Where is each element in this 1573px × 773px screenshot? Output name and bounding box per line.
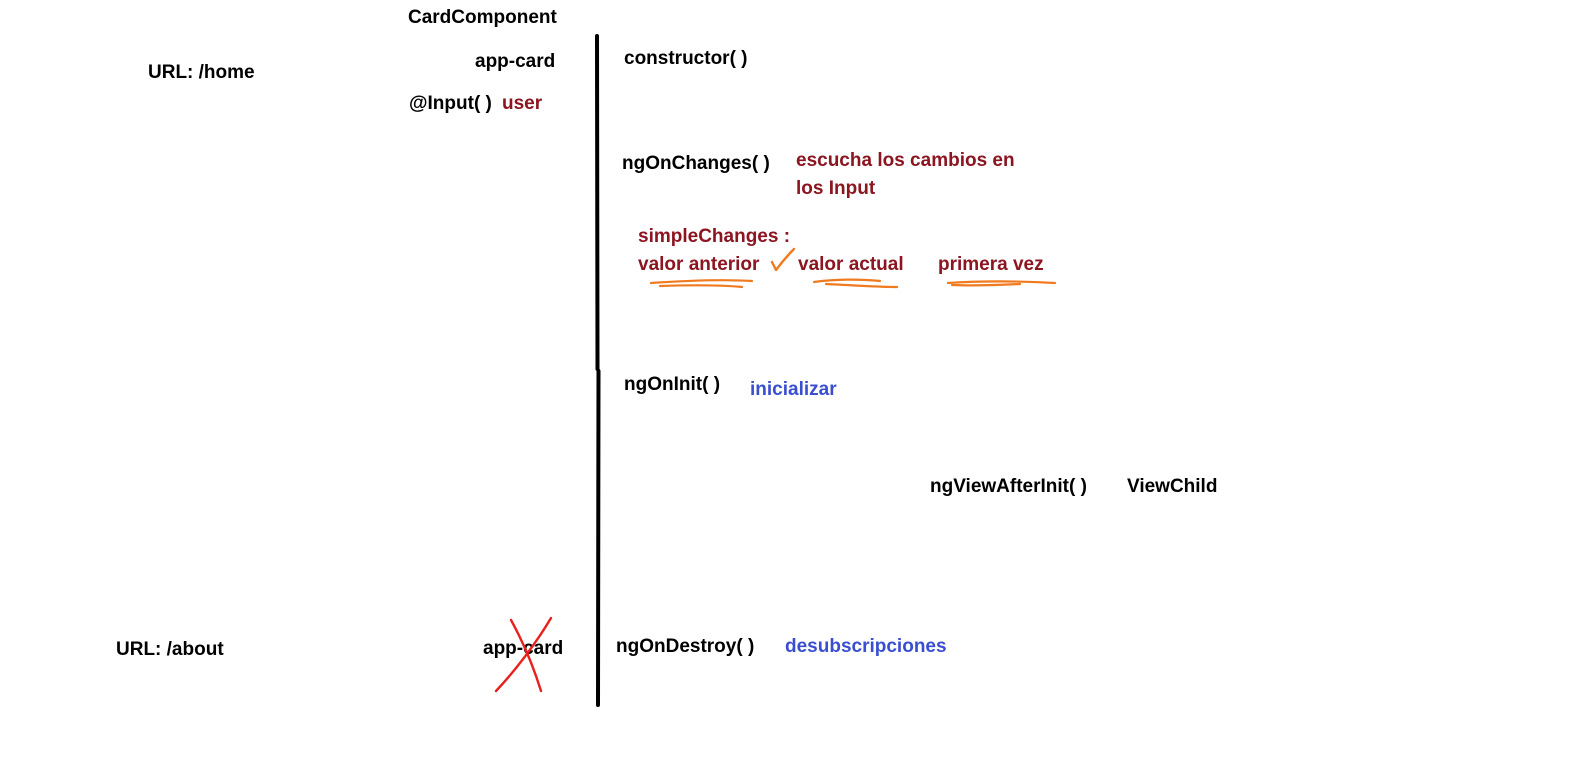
- simple-changes-current-value: valor actual: [798, 254, 904, 275]
- timeline-divider-lower: [596, 369, 601, 707]
- ngoninit-note: inicializar: [750, 379, 837, 400]
- component-name: CardComponent: [408, 7, 557, 28]
- input-property-name: user: [502, 93, 543, 114]
- ngviewafterinit-hook: ngViewAfterInit( ): [930, 476, 1087, 497]
- component-selector: app-card: [475, 51, 556, 72]
- ngonchanges-note-line2: los Input: [796, 178, 876, 199]
- simple-changes-title: simpleChanges :: [638, 226, 791, 247]
- simple-changes-first-change: primera vez: [938, 254, 1044, 275]
- ngonchanges-note-line1: escucha los cambios en: [796, 150, 1015, 171]
- input-decorator: @Input( ): [409, 93, 492, 114]
- ngonchanges-hook: ngOnChanges( ): [622, 153, 770, 174]
- home-route-label: URL: /home: [148, 62, 255, 83]
- underline-first-change: [946, 280, 1057, 287]
- ngondestroy-note: desubscripciones: [785, 636, 947, 657]
- timeline-divider-upper: [595, 34, 600, 371]
- ngondestroy-hook: ngOnDestroy( ): [616, 636, 755, 657]
- simple-changes-previous-value: valor anterior: [638, 254, 760, 275]
- checkmark-icon: [770, 247, 796, 272]
- constructor-hook: constructor( ): [624, 48, 748, 69]
- viewchild-label: ViewChild: [1127, 476, 1218, 497]
- about-route-label: URL: /about: [116, 639, 224, 660]
- destroyed-selector: app-card: [483, 638, 564, 659]
- underline-previous-value: [649, 279, 754, 289]
- underline-current-value: [812, 278, 899, 289]
- ngoninit-hook: ngOnInit( ): [624, 374, 721, 395]
